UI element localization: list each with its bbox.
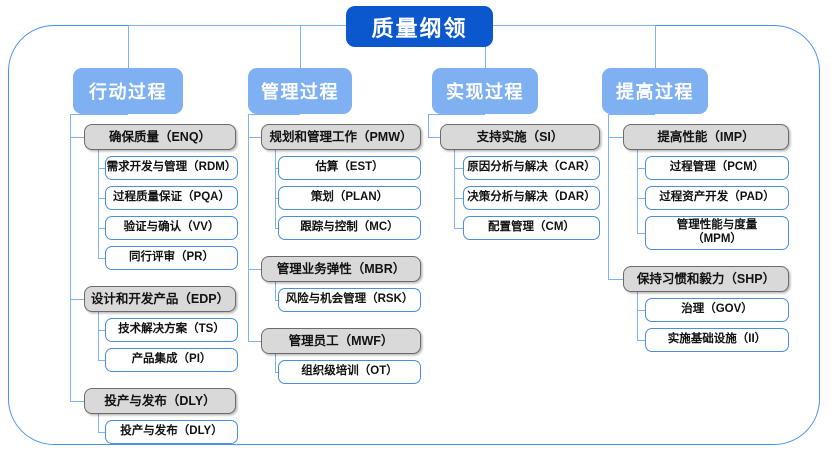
item-box-1-1-2[interactable]: 过程质量保证（PQA） [105, 186, 238, 210]
column-trunk-jog-1 [70, 114, 128, 116]
group-subtrunk-1-1 [98, 150, 100, 258]
group-box-1-3[interactable]: 投产与发布（DLY） [84, 388, 236, 414]
group-stub-2-1 [248, 137, 261, 139]
column-header-3[interactable]: 实现过程 [432, 68, 538, 114]
item-box-4-1-1[interactable]: 过程管理（PCM） [645, 156, 789, 180]
item-box-1-1-4[interactable]: 同行评审（PR） [105, 246, 238, 270]
group-subtrunk-1-3 [98, 414, 100, 432]
group-box-1-1[interactable]: 确保质量（ENQ） [84, 124, 236, 150]
item-box-1-2-2[interactable]: 产品集成（PI） [105, 348, 238, 372]
item-stub-3-1-2 [454, 198, 463, 200]
column-trunk-2 [248, 114, 250, 341]
column-header-1[interactable]: 行动过程 [73, 68, 183, 114]
group-subtrunk-2-2 [275, 282, 277, 300]
item-box-3-1-2[interactable]: 决策分析与解决（DAR） [463, 186, 600, 210]
column-header-2[interactable]: 管理过程 [248, 68, 352, 114]
item-box-2-1-1[interactable]: 估算（EST） [278, 156, 421, 180]
header-drop-1 [128, 25, 130, 68]
item-stub-1-1-4 [98, 258, 105, 260]
column-trunk-jog-2 [248, 114, 300, 116]
group-stub-4-2 [608, 279, 623, 281]
item-box-2-1-3[interactable]: 跟踪与控制（MC） [278, 216, 421, 240]
group-stub-4-1 [608, 137, 623, 139]
item-box-2-1-2[interactable]: 策划（PLAN） [278, 186, 421, 210]
group-stub-3-1 [428, 137, 440, 139]
group-box-4-1[interactable]: 提高性能（IMP） [623, 124, 789, 150]
item-box-4-2-1[interactable]: 治理（GOV） [645, 298, 789, 322]
group-box-3-1[interactable]: 支持实施（SI） [440, 124, 600, 150]
item-stub-1-1-3 [98, 228, 105, 230]
header-drop-2 [300, 25, 302, 68]
item-box-4-1-2[interactable]: 过程资产开发（PAD） [645, 186, 789, 210]
item-stub-4-1-3 [637, 233, 645, 235]
group-stub-2-3 [248, 341, 261, 343]
group-box-4-2[interactable]: 保持习惯和毅力（SHP） [623, 266, 789, 292]
group-subtrunk-1-2 [98, 312, 100, 360]
group-subtrunk-2-3 [275, 354, 277, 372]
column-trunk-1 [70, 114, 72, 401]
group-box-2-3[interactable]: 管理员工（MWF） [261, 328, 421, 354]
item-box-3-1-1[interactable]: 原因分析与解决（CAR） [463, 156, 600, 180]
item-box-4-1-3[interactable]: 管理性能与度量 （MPM） [645, 216, 789, 250]
column-trunk-4 [608, 114, 610, 279]
column-trunk-3 [428, 114, 430, 137]
item-stub-4-2-1 [637, 310, 645, 312]
group-subtrunk-4-1 [637, 150, 639, 233]
item-stub-1-2-2 [98, 360, 105, 362]
group-stub-1-1 [70, 137, 84, 139]
item-stub-1-2-1 [98, 330, 105, 332]
header-drop-4 [655, 25, 657, 68]
item-box-1-3-1[interactable]: 投产与发布（DLY） [105, 420, 238, 444]
item-box-3-1-3[interactable]: 配置管理（CM） [463, 216, 600, 240]
item-stub-3-1-1 [454, 168, 463, 170]
item-stub-4-1-2 [637, 198, 645, 200]
column-header-4[interactable]: 提高过程 [602, 68, 708, 114]
group-stub-1-2 [70, 299, 84, 301]
group-box-1-2[interactable]: 设计和开发产品（EDP） [84, 286, 236, 312]
group-subtrunk-4-2 [637, 292, 639, 340]
item-box-1-2-1[interactable]: 技术解决方案（TS） [105, 318, 238, 342]
group-box-2-1[interactable]: 规划和管理工作（PMW） [261, 124, 421, 150]
group-stub-1-3 [70, 401, 84, 403]
item-stub-1-1-2 [98, 198, 105, 200]
item-box-1-1-1[interactable]: 需求开发与管理（RDM） [105, 156, 238, 180]
group-stub-2-2 [248, 269, 261, 271]
item-box-1-1-3[interactable]: 验证与确认（VV） [105, 216, 238, 240]
group-box-2-2[interactable]: 管理业务弹性（MBR） [261, 256, 421, 282]
item-box-4-2-2[interactable]: 实施基础设施（II） [645, 328, 789, 352]
group-subtrunk-2-1 [275, 150, 277, 228]
root-title-box: 质量纲领 [346, 6, 493, 47]
column-trunk-jog-4 [608, 114, 655, 116]
column-trunk-jog-3 [428, 114, 485, 116]
item-stub-4-1-1 [637, 168, 645, 170]
item-box-2-3-1[interactable]: 组织级培训（OT） [278, 360, 421, 384]
item-stub-3-1-3 [454, 228, 463, 230]
item-stub-1-1-1 [98, 168, 105, 170]
item-stub-1-3-1 [98, 432, 105, 434]
item-box-2-2-1[interactable]: 风险与机会管理（RSK） [278, 288, 421, 312]
group-subtrunk-3-1 [454, 150, 456, 228]
item-stub-4-2-2 [637, 340, 645, 342]
